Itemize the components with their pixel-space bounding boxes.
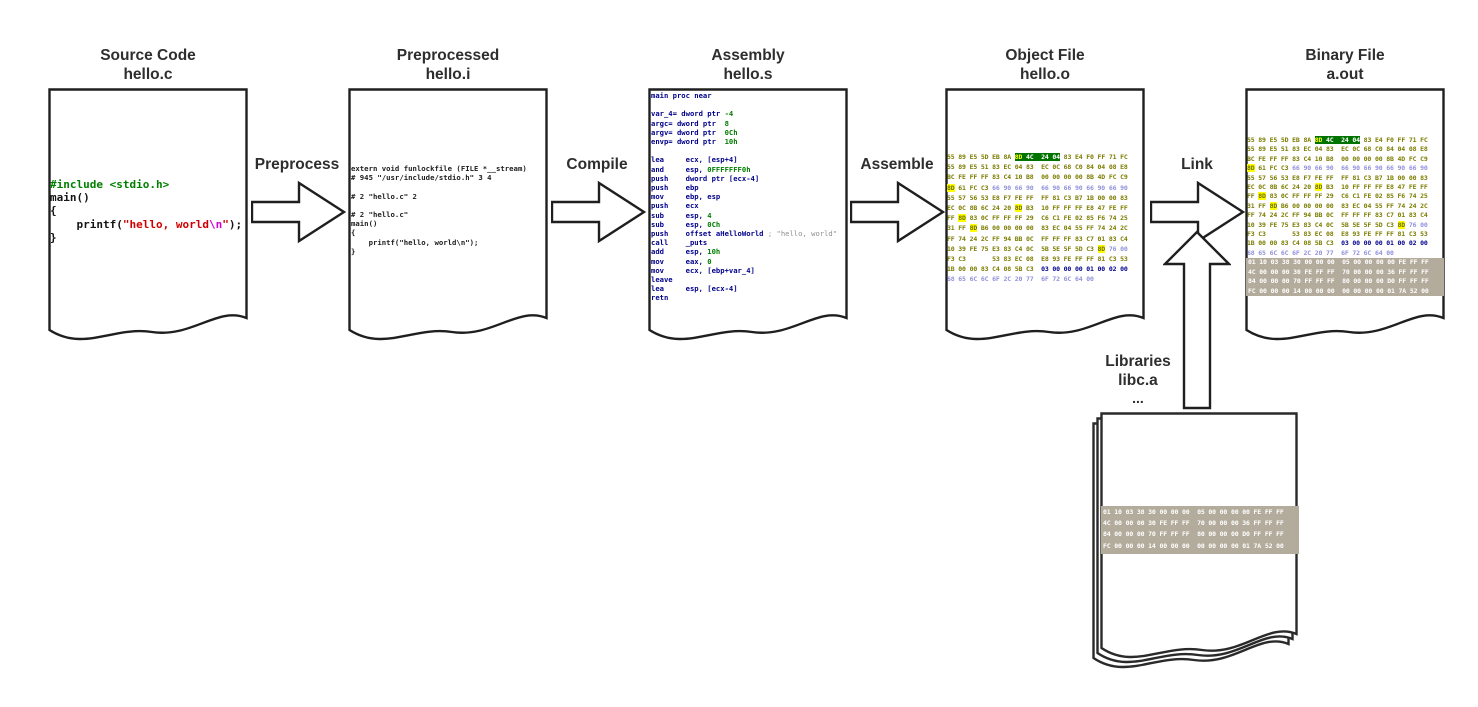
assembly-title: Assembly hello.s (648, 46, 848, 84)
object-file-title: Object File hello.o (945, 46, 1145, 84)
document-page-icon (945, 88, 1145, 341)
document-page-icon (648, 88, 848, 341)
object-file-hexdump: 55 89 E5 5D EB 8A 8D 4C 24 04 83 E4 F0 F… (947, 153, 1128, 284)
linked-library-bytes: 01 10 03 38 30 00 00 00 05 00 00 00 00 F… (1246, 258, 1444, 296)
libraries-title: Libraries libc.a (1058, 352, 1218, 390)
document-page-icon (348, 88, 548, 341)
binary-file-title: Binary File a.out (1245, 46, 1445, 84)
station-assembly: Assembly hello.s main proc near var_4= d… (648, 46, 848, 366)
document-page-icon (48, 88, 248, 341)
compile-label: Compile (566, 156, 628, 173)
link-label: Link (1181, 156, 1213, 173)
preprocess-label: Preprocess (254, 156, 340, 173)
title-line-2: a.out (1326, 66, 1364, 83)
title-line-1: Preprocessed (396, 47, 500, 64)
preprocess-arrow-icon (251, 180, 346, 244)
binary-file-hexdump: 55 89 E5 5D EB 8A 8D 4C 24 04 83 E4 F0 F… (1246, 136, 1444, 296)
title-line-2: hello.o (1020, 66, 1070, 83)
compile-arrow-icon (551, 180, 646, 244)
libraries-ellipsis: ... (1132, 390, 1144, 406)
source-code-listing: #include <stdio.h>main(){ printf("hello,… (50, 178, 243, 244)
title-line-1: Libraries (1105, 353, 1171, 370)
station-object-file: Object File hello.o 55 89 E5 5D EB 8A 8D… (945, 46, 1145, 366)
library-link-arrow-icon (1163, 230, 1231, 410)
title-line-1: Assembly (711, 47, 785, 64)
library-hexdump: 01 10 03 38 30 00 00 00 05 00 00 00 00 F… (1101, 506, 1299, 554)
assemble-arrow-icon (850, 180, 945, 244)
assemble-label: Assemble (860, 156, 934, 173)
station-binary-file: Binary File a.out 55 89 E5 5D EB 8A 8D 4… (1245, 46, 1445, 366)
binary-code-bytes: 55 89 E5 5D EB 8A 8D 4C 24 04 83 E4 F0 F… (1247, 136, 1428, 257)
preprocessed-listing: extern void funlockfile (FILE *__stream)… (351, 164, 527, 256)
link-arrow-icon (1150, 180, 1245, 244)
title-line-1: Object File (1005, 47, 1085, 64)
title-line-2: hello.s (723, 66, 773, 83)
station-preprocessed: Preprocessed hello.i extern void funlock… (348, 46, 548, 366)
title-line-1: Binary File (1305, 47, 1385, 64)
title-line-1: Source Code (100, 47, 196, 64)
station-source-code: Source Code hello.c #include <stdio.h>ma… (48, 46, 248, 366)
title-line-2: hello.i (425, 66, 471, 83)
title-line-2: libc.a (1118, 372, 1158, 389)
preprocessed-title: Preprocessed hello.i (348, 46, 548, 84)
source-code-title: Source Code hello.c (48, 46, 248, 84)
title-line-2: hello.c (123, 66, 173, 83)
